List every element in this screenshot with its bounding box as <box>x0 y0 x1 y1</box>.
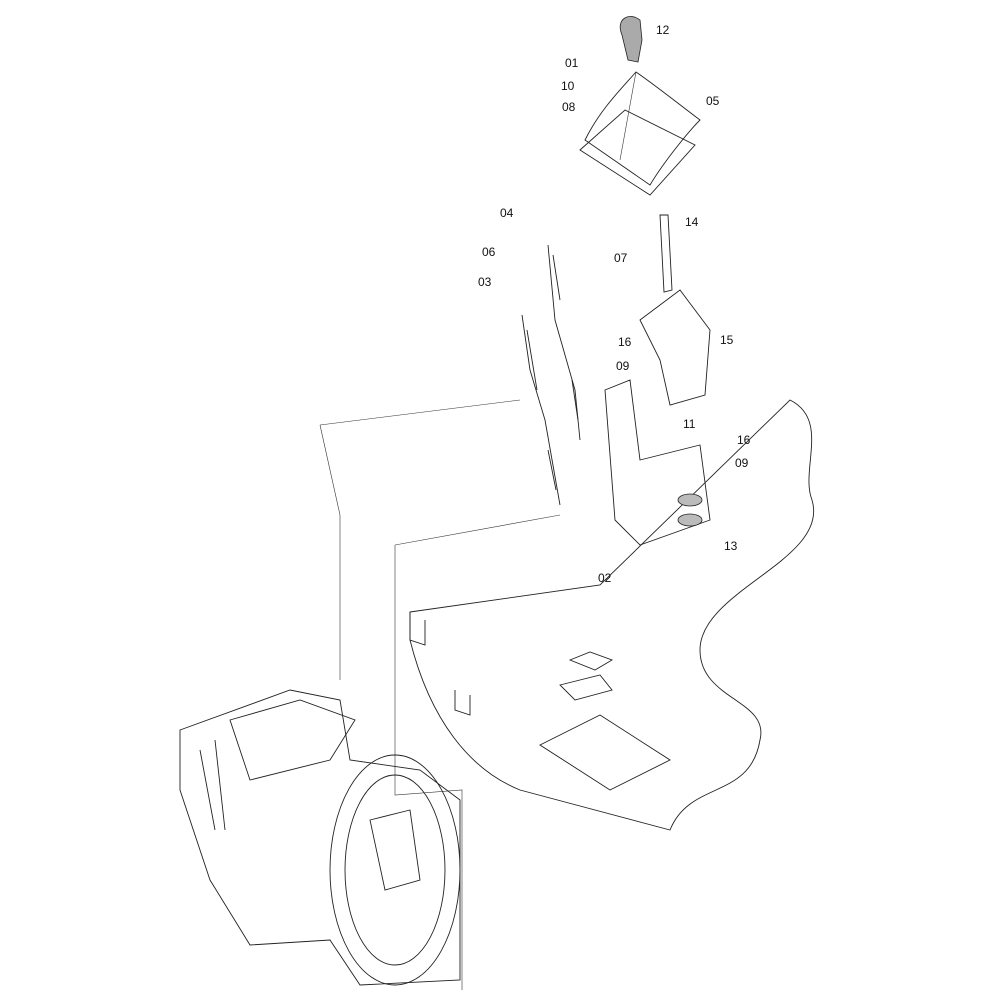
select-cable-03 <box>521 314 561 506</box>
callout-04: 04 <box>500 206 514 220</box>
callout-14: 14 <box>685 215 699 229</box>
floor-panel <box>409 399 815 831</box>
callout-12: 12 <box>656 23 670 37</box>
callout-02: 02 <box>598 571 612 585</box>
callout-13: 13 <box>724 539 738 553</box>
callout-09b: 09 <box>735 456 749 470</box>
callout-03: 03 <box>478 275 492 289</box>
callout-16b: 16 <box>737 433 751 447</box>
callout-11: 11 <box>683 417 696 431</box>
callout-08: 08 <box>562 100 576 114</box>
callout-10: 10 <box>561 79 575 93</box>
support-bracket <box>604 379 711 546</box>
shift-cable-04 <box>547 244 581 441</box>
callout-15: 15 <box>720 333 734 347</box>
callout-01: 01 <box>565 56 579 70</box>
callout-16: 16 <box>618 335 632 349</box>
gear-boot <box>584 71 701 186</box>
shift-knob <box>619 16 643 63</box>
callout-06: 06 <box>482 245 496 259</box>
callout-09: 09 <box>616 359 630 373</box>
shift-lever <box>659 214 673 293</box>
callout-07: 07 <box>614 251 628 265</box>
shifter-housing <box>639 289 711 406</box>
callout-05: 05 <box>706 94 720 108</box>
gearbox <box>179 689 461 986</box>
floor-cutout <box>539 714 671 791</box>
